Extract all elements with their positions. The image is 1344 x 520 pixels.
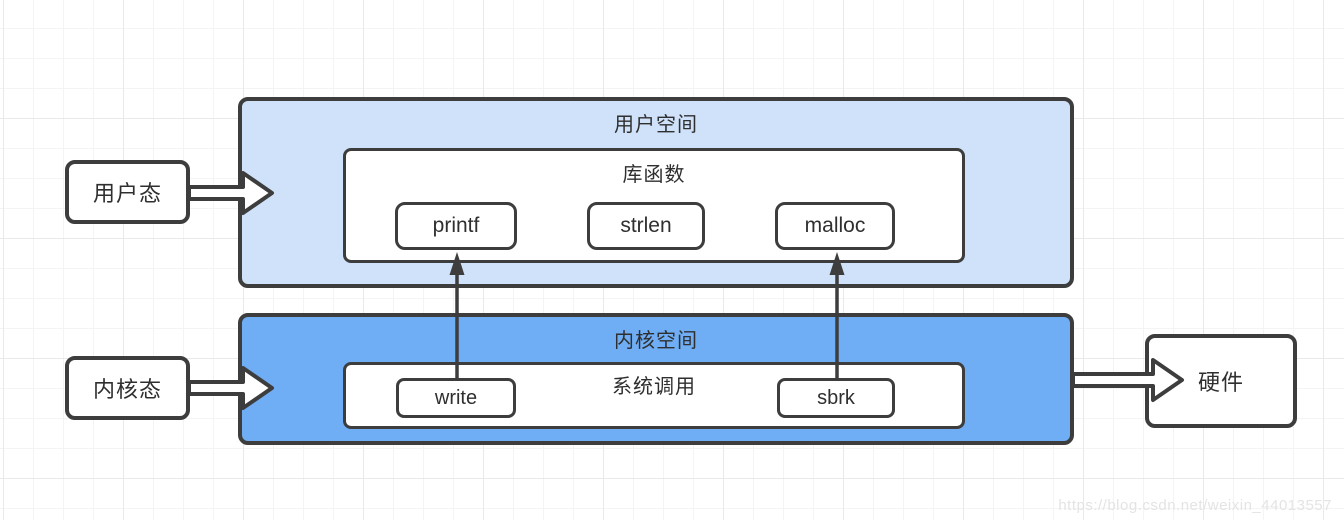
function-node-write: write — [396, 378, 516, 418]
kernel-space-title: 内核空间 — [614, 330, 698, 352]
function-node-strlen: strlen — [587, 202, 705, 250]
arrow-sbrk-to-malloc-icon — [829, 252, 845, 378]
block-arrow-user-mode-to-user-space-icon — [187, 171, 274, 215]
watermark-text: https://blog.csdn.net/weixin_44013557 — [1058, 497, 1332, 514]
block-arrow-kernel-mode-to-kernel-space-icon — [187, 366, 274, 410]
user-mode-box: 用户态 — [65, 160, 190, 224]
user-space-title: 用户空间 — [614, 114, 698, 136]
syscall-title: 系统调用 — [612, 376, 696, 398]
function-node-sbrk: sbrk — [777, 378, 895, 418]
kernel-mode-box: 内核态 — [65, 356, 190, 420]
arrow-write-to-printf-icon — [449, 252, 465, 378]
block-arrow-kernel-space-to-hardware-icon — [1071, 358, 1184, 402]
function-node-malloc: malloc — [775, 202, 895, 250]
function-node-printf: printf — [395, 202, 517, 250]
library-functions-title: 库函数 — [622, 164, 686, 186]
